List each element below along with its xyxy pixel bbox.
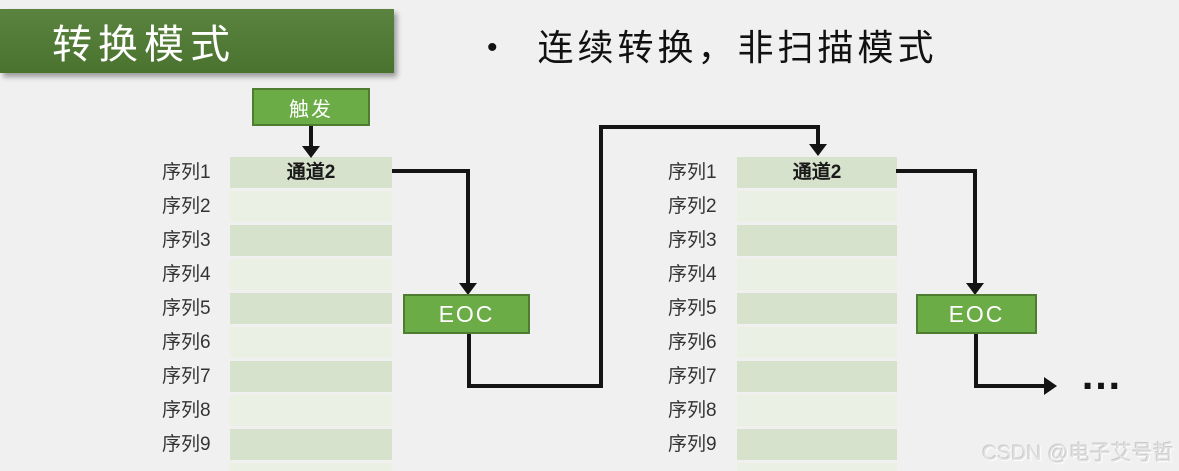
trigger-box: 触发 <box>252 88 370 126</box>
sequence-label: 序列1 <box>162 162 211 183</box>
sequence-cell <box>737 259 897 290</box>
sequence-cell <box>737 191 897 222</box>
sequence-label: 序列7 <box>668 366 717 387</box>
sequence-cell <box>230 429 392 460</box>
eoc1-label: EOC <box>438 300 495 327</box>
eoc-box-1: EOC <box>403 294 530 334</box>
sequence-label: 序列9 <box>162 434 211 455</box>
sequence-label: 序列3 <box>668 230 717 251</box>
sequence-cell <box>737 293 897 324</box>
sequence-label: 序列1 <box>668 162 717 183</box>
trigger-arrowhead-icon <box>302 146 320 158</box>
eoc1-loop-to-table2-line <box>467 125 820 388</box>
sequence-cell <box>737 395 897 426</box>
sequence-cell <box>230 361 392 392</box>
eoc2-label: EOC <box>948 300 1005 327</box>
continuation-ellipsis: … <box>1080 351 1124 398</box>
sequence-cell <box>737 327 897 358</box>
sequence-table-2: 序列1 通道2 序列2 序列3 序列4 序列5 序列6 序列7 序列8 序列9 <box>668 0 968 471</box>
bullet-icon: • <box>487 31 498 64</box>
table2-arrowhead-icon <box>809 144 827 156</box>
sequence-label: 序列5 <box>668 298 717 319</box>
sequence-cell <box>230 191 392 222</box>
sequence-label: 序列8 <box>668 400 717 421</box>
sequence-cell <box>230 293 392 324</box>
watermark: CSDN @电子艾号哲 <box>982 442 1174 465</box>
sequence-cell <box>737 463 897 471</box>
sequence-cell <box>737 225 897 256</box>
sequence-label: 序列4 <box>162 264 211 285</box>
channel2-to-eoc2-line <box>896 169 977 284</box>
sequence-label: 序列6 <box>668 332 717 353</box>
channel-value: 通道2 <box>792 162 842 183</box>
trigger-label: 触发 <box>289 98 333 121</box>
title-banner: 转换模式 <box>0 9 394 73</box>
sequence-label: 序列7 <box>162 366 211 387</box>
sequence-cell <box>230 327 392 358</box>
eoc1-arrowhead-icon <box>459 283 477 295</box>
sequence-label: 序列5 <box>162 298 211 319</box>
page-title: 转换模式 <box>52 23 236 67</box>
continue-arrowhead-icon <box>1044 377 1057 395</box>
sequence-cell <box>230 463 392 471</box>
sequence-cell <box>230 259 392 290</box>
channel-value: 通道2 <box>286 162 336 183</box>
eoc2-continue-line <box>974 334 1044 388</box>
sequence-cell: 通道2 <box>737 157 897 188</box>
sequence-label: 序列6 <box>162 332 211 353</box>
bullet-line: • 连续转换，非扫描模式 <box>487 26 938 70</box>
sequence-table-1: 序列1 通道2 序列2 序列3 序列4 序列5 序列6 序列7 序列8 序列9 <box>162 0 462 471</box>
sequence-label: 序列4 <box>668 264 717 285</box>
sequence-cell <box>230 395 392 426</box>
channel1-to-eoc1-line <box>392 169 470 284</box>
sequence-cell <box>737 429 897 460</box>
sequence-label: 序列2 <box>162 196 211 217</box>
eoc-box-2: EOC <box>916 294 1037 334</box>
sequence-cell <box>230 225 392 256</box>
sequence-label: 序列9 <box>668 434 717 455</box>
bullet-text: 连续转换，非扫描模式 <box>537 27 938 68</box>
sequence-cell: 通道2 <box>230 157 392 188</box>
eoc2-arrowhead-icon <box>966 283 984 295</box>
sequence-cell <box>737 361 897 392</box>
sequence-label: 序列3 <box>162 230 211 251</box>
sequence-label: 序列8 <box>162 400 211 421</box>
sequence-label: 序列2 <box>668 196 717 217</box>
